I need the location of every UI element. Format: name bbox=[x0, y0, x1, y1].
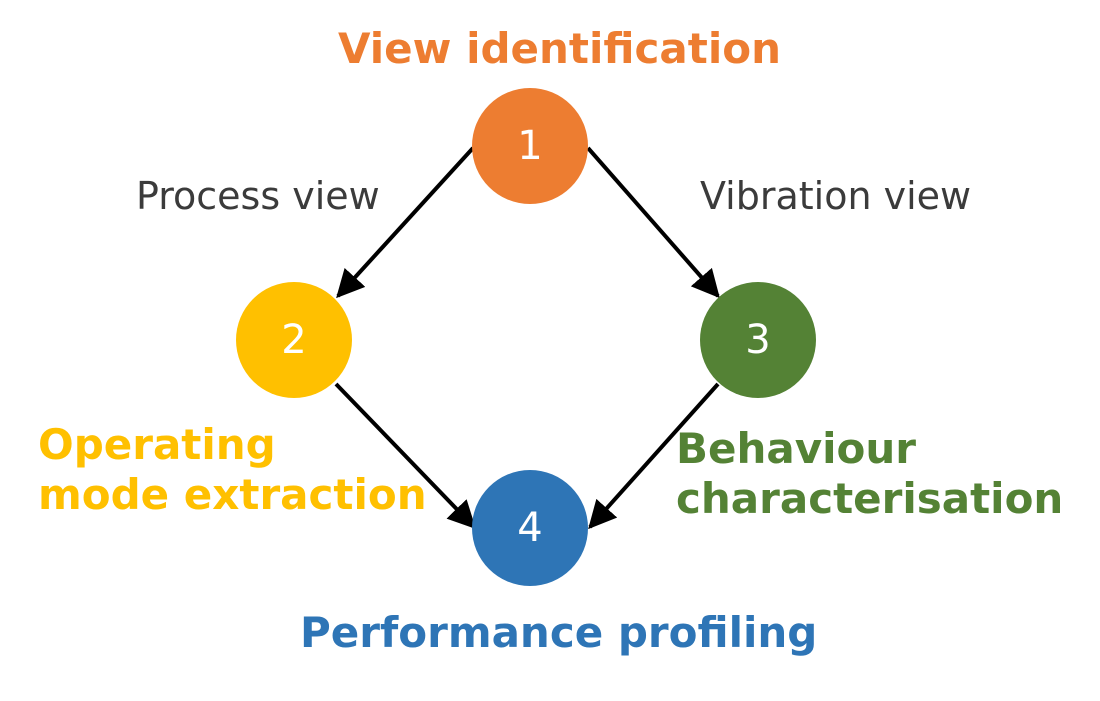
arrow-3-to-4 bbox=[588, 382, 720, 530]
stage-3-label-line-2: characterisation bbox=[676, 474, 1064, 524]
edge-label-vibration-view: Vibration view bbox=[700, 174, 972, 218]
stage-4-node: 4 bbox=[472, 470, 588, 586]
stage-1-label-line: View identification bbox=[338, 24, 781, 73]
stage-2-label-line-1: Operating bbox=[38, 420, 276, 469]
stage-1-number: 1 bbox=[517, 123, 543, 169]
arrow-1-to-2 bbox=[336, 146, 475, 299]
stage-4-number: 4 bbox=[517, 505, 543, 551]
stage-3-label-line-1: Behaviour bbox=[676, 424, 916, 473]
stage-4-label: Performance profiling bbox=[300, 608, 817, 658]
stage-1-label: View identification bbox=[338, 24, 781, 74]
arrow-2-to-4 bbox=[334, 382, 476, 530]
stage-2-node: 2 bbox=[236, 282, 352, 398]
stage-4-label-line: Performance profiling bbox=[300, 608, 818, 657]
stage-1-node: 1 bbox=[472, 88, 588, 204]
stage-3-label: Behaviour characterisation bbox=[676, 424, 1063, 525]
arrow-1-to-3 bbox=[586, 146, 720, 299]
stage-3-node: 3 bbox=[700, 282, 816, 398]
stage-2-label-line-2: mode extraction bbox=[38, 470, 427, 520]
stage-3-number: 3 bbox=[745, 317, 771, 363]
stage-2-number: 2 bbox=[281, 317, 307, 363]
edge-label-process-view: Process view bbox=[136, 174, 380, 218]
stage-2-label: Operating mode extraction bbox=[38, 420, 427, 521]
